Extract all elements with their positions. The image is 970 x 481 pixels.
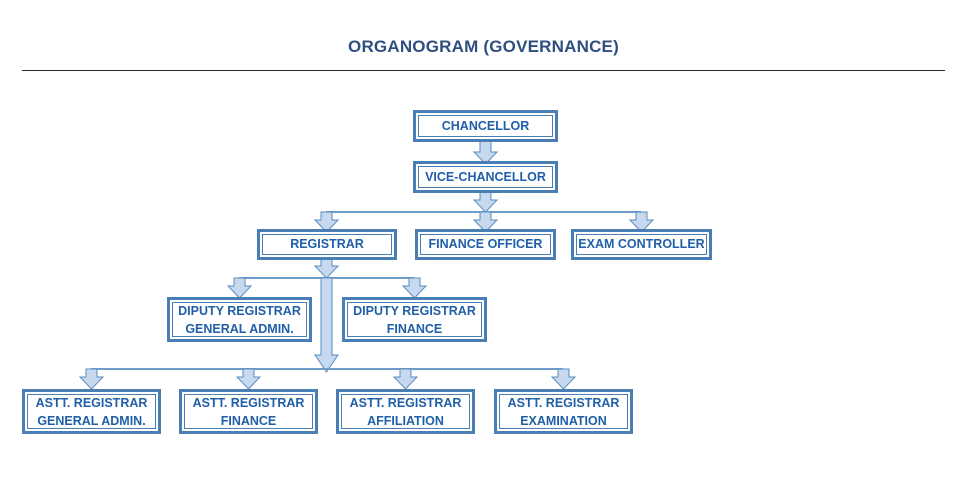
node-registrar-label: REGISTRAR [290,237,364,251]
node-diputy-registrar-general-admin[interactable]: DIPUTY REGISTRAR GENERAL ADMIN. [167,297,312,342]
node-astt-registrar-finance-label-line1: ASTT. REGISTRAR [192,395,305,410]
node-vice-chancellor-label: VICE-CHANCELLOR [425,169,546,184]
node-diputy-registrar-general-admin-inner: DIPUTY REGISTRAR GENERAL ADMIN. [172,302,307,337]
node-exam-controller[interactable]: EXAM CONTROLLER [571,229,712,260]
node-chancellor[interactable]: CHANCELLOR [413,110,558,142]
node-astt-registrar-general-admin-inner: ASTT. REGISTRAR GENERAL ADMIN. [27,394,156,429]
node-astt-registrar-examination[interactable]: ASTT. REGISTRAR EXAMINATION [494,389,633,434]
node-finance-officer-label: FINANCE OFFICER [428,237,543,251]
node-astt-registrar-examination-inner: ASTT. REGISTRAR EXAMINATION [499,394,628,429]
node-diputy-registrar-general-admin-label-line2: GENERAL ADMIN. [185,321,294,336]
node-astt-registrar-examination-label-line1: ASTT. REGISTRAR [507,395,620,410]
node-diputy-registrar-finance-label-line2: FINANCE [386,321,443,336]
node-astt-registrar-affiliation[interactable]: ASTT. REGISTRAR AFFILIATION [336,389,475,434]
node-diputy-registrar-finance-label-line1: DIPUTY REGISTRAR [353,303,476,318]
arrow-to-astt-registrar-finance [235,368,262,390]
node-astt-registrar-finance-inner: ASTT. REGISTRAR FINANCE [184,394,313,429]
node-diputy-registrar-general-admin-label-line1: DIPUTY REGISTRAR [178,303,301,318]
node-astt-registrar-finance[interactable]: ASTT. REGISTRAR FINANCE [179,389,318,434]
node-astt-registrar-finance-label-line2: FINANCE [220,413,277,428]
node-astt-registrar-general-admin-label-line1: ASTT. REGISTRAR [35,395,148,410]
node-diputy-registrar-finance-inner: DIPUTY REGISTRAR FINANCE [347,302,482,337]
node-astt-registrar-affiliation-label-line2: AFFILIATION [367,413,444,428]
node-finance-officer-inner: FINANCE OFFICER [420,234,551,255]
node-astt-registrar-general-admin-label-line2: GENERAL ADMIN. [37,413,146,428]
page-title: ORGANOGRAM (GOVERNANCE) [22,36,945,58]
arrow-to-astt-registrar-general-admin [78,368,105,390]
node-chancellor-label: CHANCELLOR [441,118,530,133]
title-divider [22,70,945,71]
arrow-to-diputy-registrar-general-admin [226,277,253,299]
node-astt-registrar-examination-label-line2: EXAMINATION [520,413,607,428]
node-vice-chancellor-inner: VICE-CHANCELLOR [418,166,553,188]
node-exam-controller-label: EXAM CONTROLLER [578,237,705,251]
node-finance-officer[interactable]: FINANCE OFFICER [415,229,556,260]
node-diputy-registrar-finance[interactable]: DIPUTY REGISTRAR FINANCE [342,297,487,342]
node-astt-registrar-affiliation-inner: ASTT. REGISTRAR AFFILIATION [341,394,470,429]
node-exam-controller-inner: EXAM CONTROLLER [576,234,707,255]
node-astt-registrar-affiliation-label-line1: ASTT. REGISTRAR [349,395,462,410]
node-registrar[interactable]: REGISTRAR [257,229,397,260]
page-title-text: ORGANOGRAM (GOVERNANCE) [348,37,619,56]
arrow-to-astt-registrar-examination [550,368,577,390]
arrow-to-diputy-registrar-finance [401,277,428,299]
connector-registrar-trunk [313,258,340,279]
connector-registrar-long-trunk [314,277,339,373]
arrow-to-astt-registrar-affiliation [392,368,419,390]
node-astt-registrar-general-admin[interactable]: ASTT. REGISTRAR GENERAL ADMIN. [22,389,161,434]
node-registrar-inner: REGISTRAR [262,234,392,255]
node-chancellor-inner: CHANCELLOR [418,115,553,137]
node-vice-chancellor[interactable]: VICE-CHANCELLOR [413,161,558,193]
connector-group [78,140,655,390]
connector-vice-chancellor-trunk [472,191,499,213]
